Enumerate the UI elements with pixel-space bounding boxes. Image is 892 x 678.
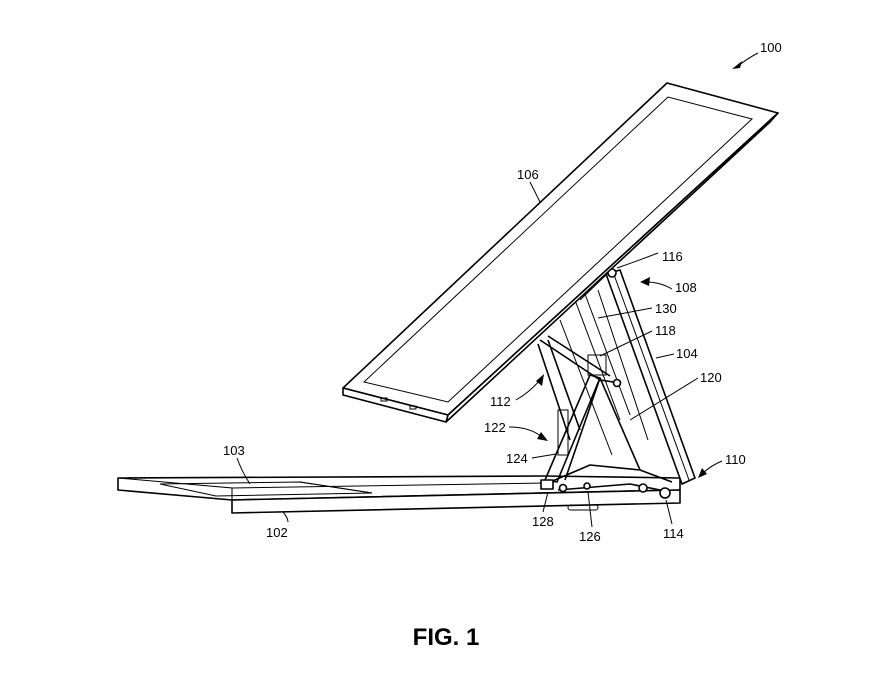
label-128: 128 (532, 514, 554, 529)
label-108: 108 (675, 280, 697, 295)
label-104: 104 (676, 346, 698, 361)
label-118: 118 (655, 323, 676, 338)
label-120: 120 (700, 370, 722, 385)
label-110: 110 (725, 452, 746, 467)
label-102: 102 (266, 525, 288, 540)
base (117, 475, 681, 514)
label-122: 122 (484, 420, 506, 435)
label-116: 116 (662, 249, 683, 264)
label-103: 103 (223, 443, 245, 458)
label-100: 100 (760, 40, 782, 55)
linkage-mechanism (537, 268, 673, 499)
label-126: 126 (579, 529, 601, 544)
figure-caption: FIG. 1 (413, 624, 480, 651)
label-112: 112 (490, 394, 511, 409)
label-106: 106 (517, 167, 539, 182)
display (342, 82, 779, 423)
label-114: 114 (663, 526, 684, 541)
label-124: 124 (506, 451, 528, 466)
support-leg (605, 269, 696, 485)
label-130: 130 (655, 301, 677, 316)
leader-lines (236, 52, 759, 528)
